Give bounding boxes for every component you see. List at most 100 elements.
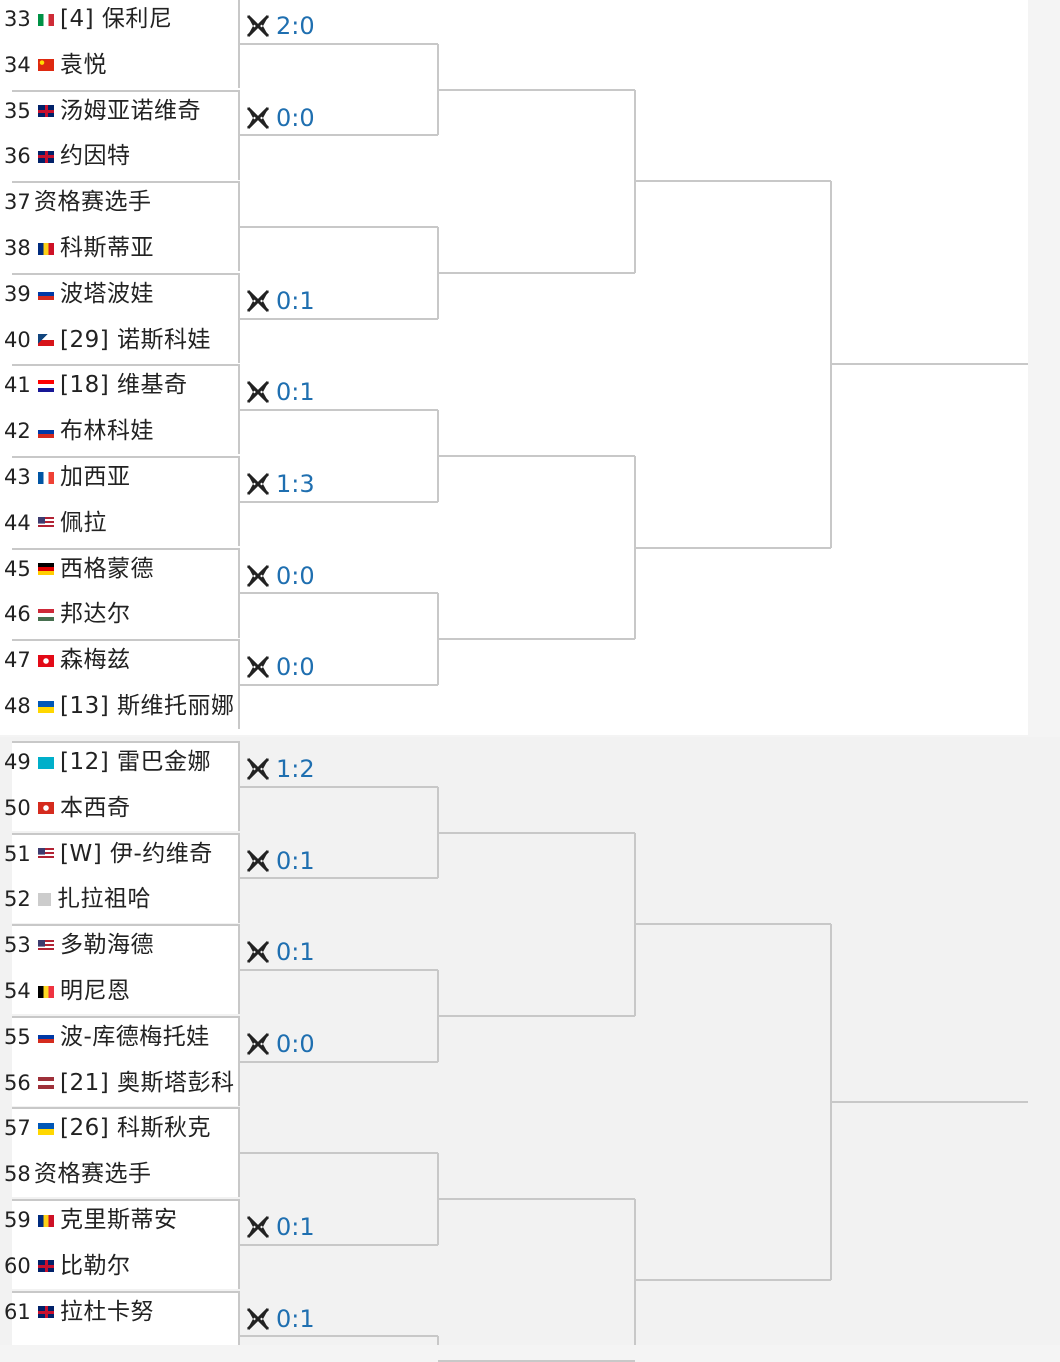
score-value: 0:1 [276, 1304, 315, 1333]
bracket-line [635, 546, 831, 549]
bracket-line [240, 317, 438, 320]
match-box [12, 1015, 240, 1106]
match-score-icon [244, 12, 272, 40]
draw-position: 44 [4, 510, 31, 535]
bracket-line [635, 923, 831, 926]
player-row[interactable]: 49[12] 雷巴金娜 [0, 740, 240, 785]
match-box [12, 1107, 240, 1198]
player-name: [21] 奥斯塔彭科 [60, 1069, 235, 1096]
belgium-flag [38, 985, 54, 998]
match-score[interactable]: 0:0 [244, 101, 315, 135]
france-flag [38, 471, 54, 484]
bracket-line [438, 1359, 635, 1362]
player-row[interactable]: 57[26] 科斯秋克 [0, 1106, 240, 1151]
player-row[interactable]: 43 加西亚 [0, 455, 240, 500]
player-name: 科斯蒂亚 [60, 235, 154, 261]
bracket-line [240, 1243, 438, 1246]
switzerland-flag [38, 802, 54, 815]
draw-position: 43 [4, 465, 31, 489]
bracket-line [438, 638, 635, 641]
match-score[interactable]: 1:3 [244, 467, 315, 501]
draw-position: 37 [4, 190, 31, 215]
match-score[interactable]: 0:1 [244, 844, 315, 878]
score-value: 0:1 [276, 1213, 315, 1241]
match-box [12, 741, 240, 831]
bracket-line [437, 1336, 439, 1345]
player-row[interactable]: 48[13] 斯维托丽娜 [0, 684, 240, 729]
romania-flag [38, 242, 54, 255]
bracket-line [438, 831, 635, 834]
player-row[interactable]: 41[18] 维基奇 [0, 363, 240, 408]
match-score-icon [244, 1213, 272, 1241]
player-row[interactable]: 40[29] 诺斯科娃 [0, 318, 240, 363]
bracket-line [635, 1278, 831, 1281]
player-row[interactable]: 51[W] 伊-约维奇 [0, 832, 240, 877]
bracket-line [240, 500, 438, 503]
player-name: 波塔波娃 [60, 280, 154, 307]
match-score-icon [244, 470, 272, 498]
match-score[interactable]: 2:0 [244, 9, 315, 43]
turkey-flag [38, 654, 54, 667]
score-value: 2:0 [276, 12, 315, 40]
kazakhstan-flag [38, 756, 54, 769]
draw-position: 34 [4, 52, 31, 77]
player-row[interactable]: 56[21] 奥斯塔彭科 [0, 1061, 240, 1106]
match-score[interactable]: 0:1 [244, 1210, 315, 1244]
germany-flag [38, 563, 54, 576]
bracket-line [240, 1152, 438, 1155]
score-value: 0:0 [276, 653, 315, 682]
bracket-line [438, 1198, 635, 1200]
romania-flag [38, 1214, 54, 1227]
match-score[interactable]: 1:2 [244, 752, 315, 786]
match-score[interactable]: 0:1 [244, 284, 315, 318]
bracket-line [438, 271, 635, 274]
match-score[interactable]: 0:1 [244, 1302, 315, 1336]
player-row[interactable]: 33[4] 保利尼 [0, 0, 240, 42]
czech-flag [38, 334, 54, 347]
bracket-line [438, 455, 635, 457]
player-name: 资格赛选手 [34, 1161, 152, 1188]
match-score-icon [244, 1305, 272, 1333]
bracket-line [240, 969, 438, 971]
match-score[interactable]: 0:0 [244, 650, 315, 684]
match-box [12, 456, 240, 546]
bracket-line [635, 180, 831, 183]
ukraine-flag [38, 700, 54, 713]
player-name: 波-库德梅托娃 [60, 1023, 210, 1050]
draw-position: 36 [4, 144, 31, 169]
player-name: 加西亚 [60, 464, 131, 490]
player-name: 比勒尔 [60, 1252, 131, 1279]
player-name: 邦达尔 [60, 601, 131, 628]
score-value: 0:0 [276, 1029, 315, 1058]
match-score[interactable]: 0:1 [244, 375, 315, 409]
match-score[interactable]: 0:0 [244, 559, 315, 593]
match-score[interactable]: 0:0 [244, 1027, 315, 1061]
draw-position: 42 [4, 419, 31, 444]
match-score-icon [244, 378, 272, 406]
player-name: 汤姆亚诺维奇 [60, 97, 201, 124]
croatia-flag [38, 379, 54, 392]
score-value: 0:1 [276, 846, 315, 875]
match-score[interactable]: 0:1 [244, 935, 315, 969]
